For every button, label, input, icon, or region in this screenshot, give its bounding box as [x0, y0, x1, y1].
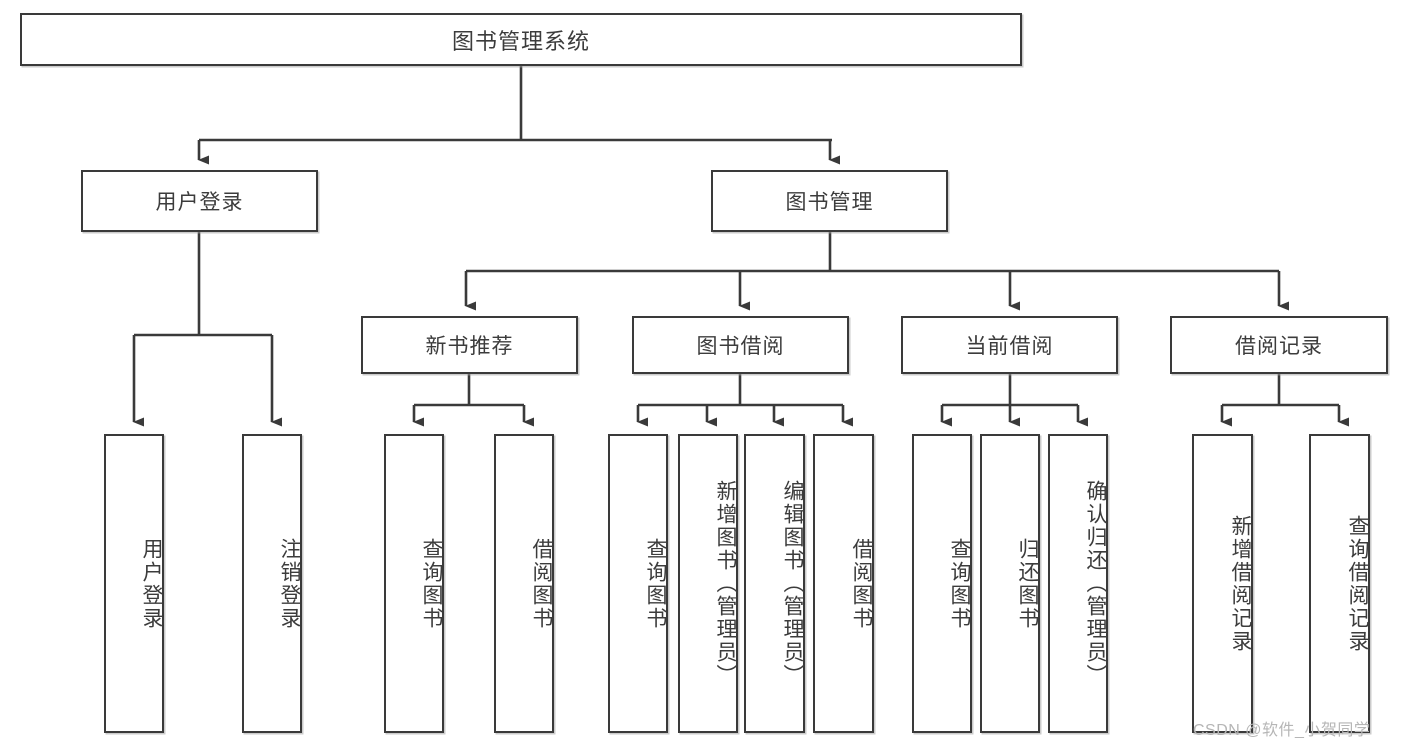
node-leaf-add-record[interactable]: 新增借阅记录	[1192, 434, 1253, 733]
node-leaf-borrow-book-1-label: 借阅图书	[530, 537, 553, 630]
node-book-management[interactable]: 图书管理	[711, 170, 948, 232]
node-book-borrow[interactable]: 图书借阅	[632, 316, 849, 374]
node-leaf-add-book[interactable]: 新增图书（管理员）	[678, 434, 738, 733]
node-borrow-record-label: 借阅记录	[1235, 335, 1323, 358]
node-leaf-query-book-2[interactable]: 查询图书	[608, 434, 668, 733]
node-user-login[interactable]: 用户登录	[81, 170, 318, 232]
node-root-label: 图书管理系统	[451, 28, 590, 54]
node-leaf-user-login[interactable]: 用户登录	[104, 434, 164, 733]
node-new-book-recommend-label: 新书推荐	[425, 335, 514, 358]
node-leaf-edit-book-label: 编辑图书（管理员）	[781, 480, 804, 687]
csdn-watermark: CSDN @软件_小贺同学	[1193, 722, 1371, 739]
node-leaf-query-book-1-label: 查询图书	[420, 537, 443, 630]
node-book-management-label: 图书管理	[785, 191, 874, 214]
node-user-login-label: 用户登录	[155, 191, 244, 214]
node-leaf-query-record[interactable]: 查询借阅记录	[1309, 434, 1370, 733]
node-leaf-return-book[interactable]: 归还图书	[980, 434, 1040, 733]
node-leaf-add-book-label: 新增图书（管理员）	[714, 480, 737, 687]
node-leaf-edit-book[interactable]: 编辑图书（管理员）	[744, 434, 805, 733]
node-leaf-query-book-3[interactable]: 查询图书	[912, 434, 972, 733]
node-leaf-confirm-return[interactable]: 确认归还（管理员）	[1048, 434, 1108, 733]
node-leaf-borrow-book-2-label: 借阅图书	[850, 537, 873, 630]
node-borrow-record[interactable]: 借阅记录	[1170, 316, 1388, 374]
node-current-borrow[interactable]: 当前借阅	[901, 316, 1118, 374]
node-book-borrow-label: 图书借阅	[696, 335, 785, 358]
node-leaf-confirm-return-label: 确认归还（管理员）	[1084, 480, 1107, 687]
node-leaf-borrow-book-1[interactable]: 借阅图书	[494, 434, 554, 733]
node-leaf-borrow-book-2[interactable]: 借阅图书	[813, 434, 874, 733]
node-leaf-logout-label: 注销登录	[278, 537, 301, 630]
node-new-book-recommend[interactable]: 新书推荐	[361, 316, 578, 374]
node-leaf-query-book-1[interactable]: 查询图书	[384, 434, 444, 733]
node-leaf-query-book-2-label: 查询图书	[644, 537, 667, 630]
node-leaf-query-book-3-label: 查询图书	[948, 537, 971, 630]
node-leaf-add-record-label: 新增借阅记录	[1229, 514, 1252, 653]
node-leaf-return-book-label: 归还图书	[1016, 537, 1039, 630]
node-leaf-user-login-label: 用户登录	[140, 537, 163, 630]
node-root[interactable]: 图书管理系统	[20, 13, 1022, 66]
node-leaf-logout[interactable]: 注销登录	[242, 434, 302, 733]
node-leaf-query-record-label: 查询借阅记录	[1346, 514, 1369, 653]
node-current-borrow-label: 当前借阅	[965, 335, 1054, 358]
